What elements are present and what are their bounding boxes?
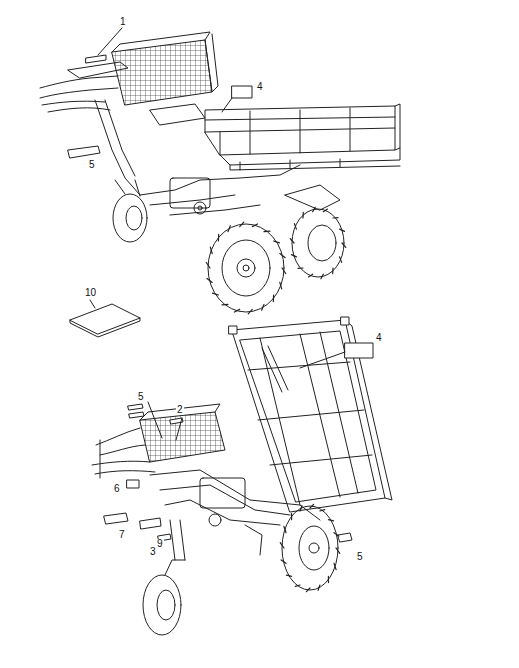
tire-lug (286, 575, 291, 576)
flat-bed-carrier (40, 28, 400, 312)
tire-lug (228, 226, 230, 232)
tire-lug (298, 267, 303, 268)
tire-lug (218, 234, 220, 241)
tire-lug (334, 533, 339, 536)
tire-lug (284, 526, 286, 532)
tire-lug (300, 506, 302, 511)
tire-lug (328, 520, 333, 521)
tire-lug (290, 239, 294, 243)
callout-number: 9 (156, 539, 164, 549)
tire-lug (282, 268, 286, 274)
tire-lug (281, 560, 286, 563)
tire-lug (333, 217, 338, 219)
tire-lug (340, 257, 342, 263)
tire-lug (206, 263, 210, 269)
callout-number: 4 (375, 333, 383, 343)
callout-number: 5 (88, 160, 96, 170)
tire-lug (306, 588, 310, 592)
tire-lug (274, 241, 280, 243)
callout-number: 5 (137, 392, 145, 402)
tire-lug (292, 255, 297, 257)
tire-lug (309, 274, 313, 277)
tire-lug (340, 229, 345, 231)
tire-lug (207, 278, 212, 282)
callout-number: 5 (356, 552, 364, 562)
tire-lug (294, 224, 296, 230)
manual-booklet (70, 304, 140, 334)
tire-lug (240, 222, 244, 227)
tire-lug (273, 295, 275, 302)
tire-lug (323, 209, 327, 212)
tire-lug (336, 548, 340, 553)
tire-lug (280, 282, 282, 288)
callout-number: 1 (119, 17, 127, 27)
callout-number: 4 (256, 82, 264, 92)
tire-lug (213, 293, 219, 295)
tire-lug (248, 309, 252, 314)
tire-lug (210, 247, 212, 253)
tire-lug (291, 513, 292, 519)
tire-lug (280, 254, 285, 258)
tire-lug (313, 207, 315, 212)
tire-lug (234, 309, 239, 312)
tire-lug (342, 243, 346, 247)
tire-lug (262, 304, 264, 310)
tire-lug (318, 585, 320, 590)
callout-number: 7 (118, 530, 126, 540)
tire-lug (321, 274, 323, 279)
tire-lug (222, 304, 228, 306)
tire-lug (332, 268, 333, 274)
dump-carrier (92, 317, 392, 635)
callout-number: 2 (176, 405, 184, 415)
tire-lug (252, 224, 257, 227)
tire-lug (264, 231, 270, 233)
tire-lug (334, 563, 336, 569)
callout-number: 3 (149, 547, 157, 557)
tire-lug (302, 212, 303, 218)
tire-lug (280, 543, 284, 548)
callout-number: 10 (84, 288, 97, 298)
tire-lug (295, 585, 300, 586)
tire-lug (328, 576, 329, 582)
callout-number: 6 (113, 484, 121, 494)
tire-lug (320, 510, 325, 511)
tire-lug (310, 504, 314, 508)
